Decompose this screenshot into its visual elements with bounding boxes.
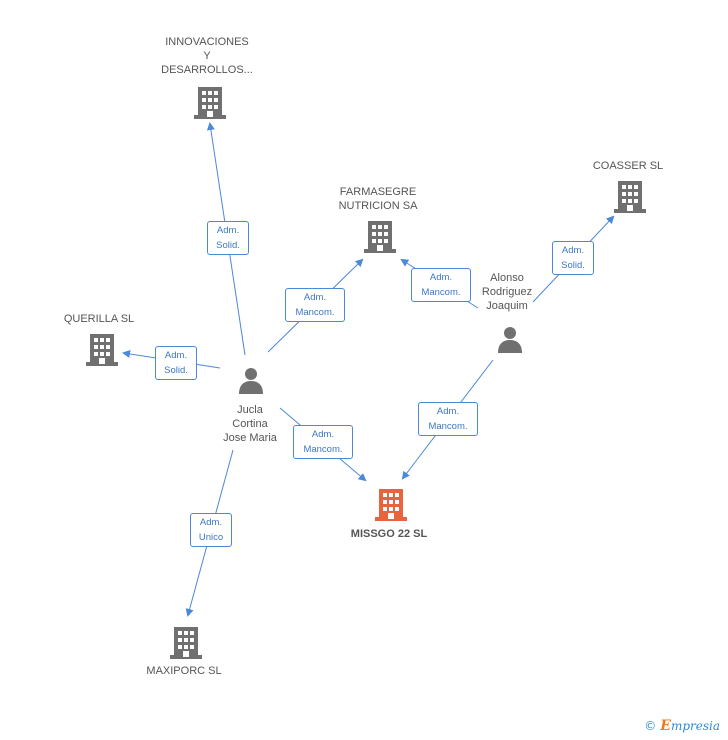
edge-badge-jucla-maxiporc[interactable]: Adm. Unico [190,513,232,547]
edge-badge-alonso-coasser[interactable]: Adm. Solid. [552,241,594,275]
copyright-icon: © [644,719,657,733]
building-icon[interactable] [614,179,646,213]
building-icon[interactable] [194,85,226,119]
edge-badge-alonso-missgo[interactable]: Adm. Mancom. [418,402,478,436]
building-icon[interactable] [170,625,202,659]
edge-badge-jucla-missgo[interactable]: Adm. Mancom. [293,425,353,459]
edge-badge-jucla-farmasegre[interactable]: Adm. Mancom. [285,288,345,322]
edge-badge-jucla-innovaciones[interactable]: Adm. Solid. [207,221,249,255]
node-label-alonso[interactable]: Alonso Rodriguez Joaquim [481,272,533,312]
node-label-missgo[interactable]: MISSGO 22 SL [350,528,428,540]
node-label-maxiporc[interactable]: MAXIPORC SL [146,665,222,677]
person-icon[interactable] [496,325,524,353]
edge-badge-alonso-farmasegre[interactable]: Adm. Mancom. [411,268,471,302]
node-label-querilla[interactable]: QUERILLA SL [63,313,135,325]
building-icon[interactable] [364,219,396,253]
empresia-logo: ©Empresia [644,718,720,734]
person-icon[interactable] [237,366,265,394]
node-label-innovaciones[interactable]: INNOVACIONES Y DESARROLLOS... [161,36,253,76]
edge-badge-jucla-querilla[interactable]: Adm. Solid. [155,346,197,380]
building-icon[interactable] [375,487,407,521]
node-label-jucla[interactable]: Jucla Cortina Jose Maria [223,404,277,444]
node-label-coasser[interactable]: COASSER SL [592,160,664,172]
node-label-farmasegre[interactable]: FARMASEGRE NUTRICION SA [338,186,418,212]
building-icon[interactable] [86,332,118,366]
